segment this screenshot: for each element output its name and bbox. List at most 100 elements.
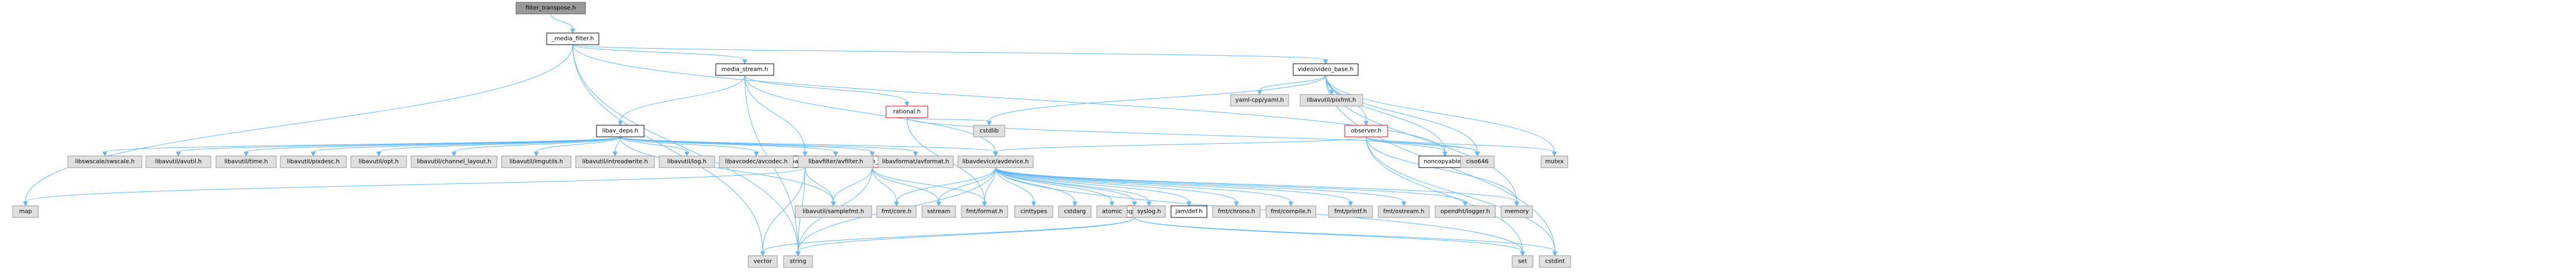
- edge-logger-to-string_utils: [995, 167, 1137, 207]
- node-label: libavutil/pixfmt.h: [1307, 97, 1356, 104]
- edge-libav_utils-to-map: [23, 167, 806, 207]
- edge-media_filter-to-string: [572, 44, 801, 257]
- node-box: [1212, 205, 1261, 218]
- node-rational[interactable]: rational.h: [885, 106, 928, 118]
- node-label: _media_filter.h: [551, 36, 594, 42]
- node-box: [1541, 155, 1568, 168]
- node-box: [215, 155, 277, 168]
- node-sstream: sstream: [921, 205, 956, 218]
- node-label: cinttypes: [1020, 209, 1047, 215]
- node-imgutils: libavutil/imgutils.h: [501, 155, 572, 168]
- edge-logger-to-fmtcompile: [995, 167, 1294, 207]
- node-box: [783, 255, 813, 268]
- node-label: noncopyable.h: [1424, 159, 1466, 165]
- node-avdevice: libavdevice/avdevice.h: [957, 155, 1034, 168]
- node-box: [280, 155, 347, 168]
- node-box: [1132, 205, 1166, 218]
- edge-audio_format-to-sstream: [872, 167, 942, 207]
- node-jam[interactable]: jam/def.h: [1170, 205, 1208, 218]
- node-label: libav_deps.h: [602, 128, 639, 135]
- node-media_filter[interactable]: _media_filter.h: [546, 32, 599, 45]
- edge-libav_deps-to-pixdesc: [310, 136, 621, 157]
- edge-logger-to-syslog: [995, 167, 1152, 207]
- node-label: fmt/compile.h: [1271, 209, 1311, 215]
- node-box: [501, 155, 572, 168]
- node-intread: libavutil/intreadwrite.h: [575, 155, 655, 168]
- node-label: libavutil/time.h: [224, 159, 268, 165]
- edge-observer-to-logger: [993, 136, 1367, 157]
- node-root: filter_transpose.h: [515, 2, 586, 14]
- edge-libav_deps-to-audio_format: [620, 136, 875, 157]
- node-box: [1501, 205, 1533, 218]
- node-label: libavdevice/avdevice.h: [963, 159, 1029, 165]
- node-box: [795, 205, 872, 218]
- edge-observer-to-memory: [1366, 136, 1520, 207]
- node-observer[interactable]: observer.h: [1344, 125, 1388, 137]
- node-box: [876, 205, 917, 218]
- node-set: set: [1512, 255, 1534, 268]
- node-box: [715, 63, 774, 76]
- node-label: fmt/core.h: [881, 209, 912, 215]
- edge-libav_deps-to-avcodec: [620, 136, 759, 157]
- edge-string_utils-to-vector: [760, 217, 1135, 257]
- node-box: [877, 155, 954, 168]
- node-label: sstream: [927, 209, 950, 215]
- node-box: [1435, 205, 1496, 218]
- node-label: fmt/printf.h: [1334, 209, 1367, 215]
- edge-logger-to-fmtformat: [982, 167, 996, 207]
- node-label: memory: [1505, 209, 1529, 215]
- node-box: [1539, 255, 1571, 268]
- node-box: [12, 205, 39, 218]
- edge-audio_format-to-fmtcore: [872, 167, 899, 207]
- node-label: mutex: [1545, 159, 1564, 165]
- edge-logger-to-fmtprintf: [995, 167, 1353, 207]
- node-label: libavcodec/avcodec.h: [725, 159, 788, 165]
- node-cstdlib: cstdlib: [973, 125, 1005, 137]
- node-fmtcompile: fmt/compile.h: [1265, 205, 1316, 218]
- node-label: vector: [753, 259, 773, 265]
- nodes-layer: filter_transpose.h _media_filter.h media_s…: [12, 2, 1571, 268]
- node-ciso646: ciso646: [1460, 155, 1495, 168]
- node-string: string: [783, 255, 813, 268]
- node-box: [885, 106, 928, 118]
- node-box: [719, 155, 794, 168]
- node-label: cstdint: [1545, 259, 1565, 265]
- node-label: string: [790, 259, 807, 265]
- node-swscale: libswscale/swscale.h: [67, 155, 142, 168]
- edge-media_filter-to-video_base: [572, 44, 1329, 65]
- node-video_base[interactable]: video/video_base.h: [1293, 63, 1359, 76]
- edge-video_base-to-noncopyable: [1325, 75, 1448, 157]
- node-label: libavutil/opt.h: [358, 159, 398, 165]
- node-ltime: libavutil/time.h: [215, 155, 277, 168]
- node-box: [350, 155, 407, 168]
- edges-layer: [23, 13, 1558, 257]
- node-map: map: [12, 205, 39, 218]
- edge-libav_deps-to-ltime: [243, 136, 621, 157]
- node-box: [797, 155, 874, 168]
- node-box: [596, 125, 645, 137]
- node-label: libavformat/avformat.h: [882, 159, 949, 165]
- node-avfilter: libavfilter/avfilter.h: [797, 155, 874, 168]
- node-label: observer.h: [1351, 128, 1382, 135]
- edge-media_stream-to-libav_deps: [617, 75, 745, 126]
- edge-logger-to-jam: [995, 167, 1192, 207]
- node-cinttypes: cinttypes: [1014, 205, 1053, 218]
- node-label: libavutil/channel_layout.h: [417, 159, 491, 165]
- edge-observer-to-set: [1366, 136, 1525, 257]
- node-log: libavutil/log.h: [658, 155, 715, 168]
- node-label: filter_transpose.h: [525, 5, 576, 12]
- edge-logger-to-fmtcore: [894, 167, 996, 207]
- node-atomic: atomic: [1096, 205, 1128, 218]
- edge-logger-to-cinttypes: [995, 167, 1037, 207]
- node-box: [658, 155, 715, 168]
- node-box: [1300, 94, 1363, 107]
- node-label: fmt/format.h: [966, 209, 1002, 215]
- node-libav_deps[interactable]: libav_deps.h: [596, 125, 645, 137]
- edge-video_base-to-cstdlib: [986, 75, 1326, 126]
- node-media_stream[interactable]: media_stream.h: [715, 63, 774, 76]
- edge-observer-to-ciso646: [1366, 136, 1480, 157]
- node-avutil: libavutil/avutil.h: [145, 155, 211, 168]
- node-opt: libavutil/opt.h: [350, 155, 407, 168]
- node-box: [1058, 205, 1092, 218]
